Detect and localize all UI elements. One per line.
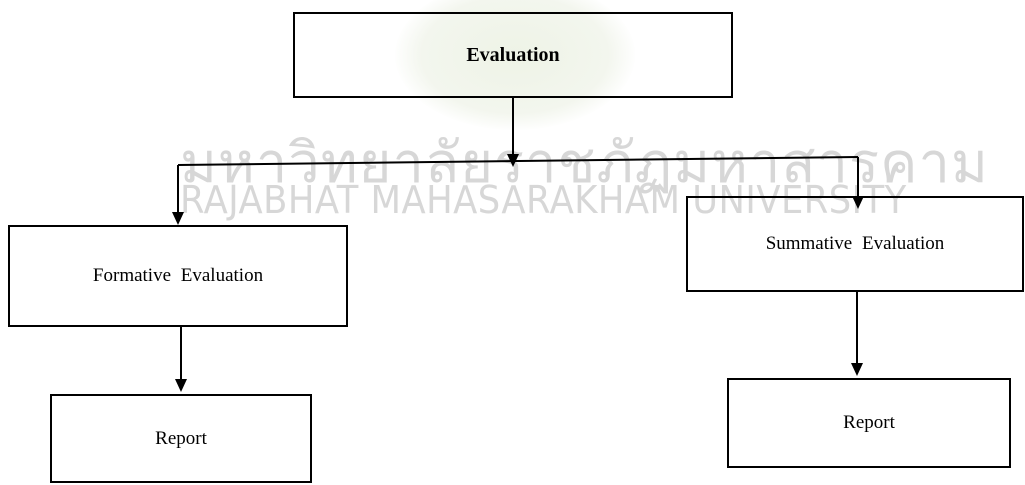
- evaluation-label: Evaluation: [466, 43, 560, 66]
- report-label-right: Report: [843, 412, 895, 433]
- report-box-summative: Report: [727, 378, 1011, 468]
- formative-evaluation-box: Formative Evaluation: [8, 225, 348, 327]
- watermark-english-text: RAJABHAT MAHASARAKHAM UNIVERSITY: [180, 178, 907, 222]
- formative-evaluation-label: Formative Evaluation: [92, 265, 264, 286]
- arrowhead-summative: [852, 196, 864, 209]
- arrowhead-formative: [172, 212, 184, 225]
- arrowhead-trunk: [507, 154, 519, 167]
- watermark-seal: [395, 0, 635, 130]
- summative-evaluation-label: Summative Evaluation: [765, 233, 945, 254]
- report-box-formative: Report: [50, 394, 312, 483]
- arrowhead-report-left: [175, 379, 187, 392]
- report-label-left: Report: [155, 427, 207, 449]
- branch-horizontal-line: [177, 156, 859, 166]
- evaluation-box: Evaluation: [293, 12, 733, 98]
- arrowhead-report-right: [851, 363, 863, 376]
- summative-evaluation-box: Summative Evaluation: [686, 196, 1024, 292]
